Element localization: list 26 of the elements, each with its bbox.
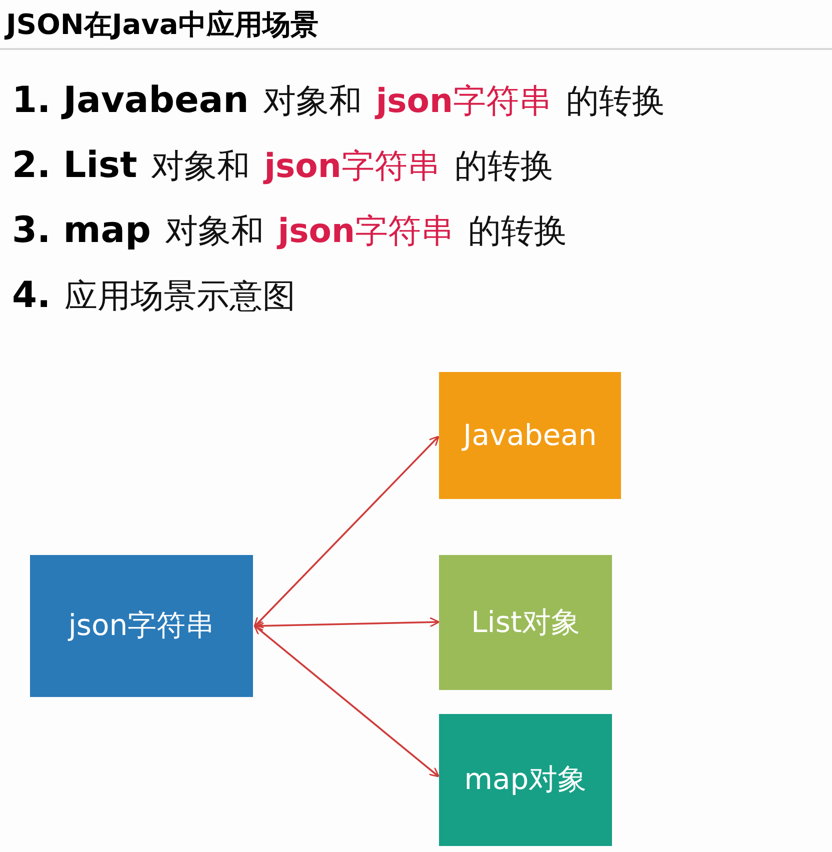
list-item-heading: 2. List bbox=[12, 144, 138, 188]
box-label: json字符串 bbox=[68, 607, 215, 644]
box-label: Javabean bbox=[463, 416, 597, 454]
list-item-text: 对象和 bbox=[262, 80, 362, 122]
list-item-text: 的转换 bbox=[468, 210, 567, 252]
list-item-heading: 4. bbox=[12, 274, 51, 318]
slide-title: JSON在Java中应用场景 bbox=[6, 7, 318, 43]
list-item-text: 应用场景示意图 bbox=[64, 275, 296, 317]
double-arrow bbox=[253, 616, 440, 632]
list-item-text: 对象和 bbox=[151, 145, 250, 187]
list-item-text: 的转换 bbox=[454, 145, 554, 187]
double-arrow bbox=[254, 624, 440, 778]
list-item-text: json字符串 bbox=[278, 210, 454, 252]
list-item-text: 对象和 bbox=[164, 210, 264, 252]
javabean-box bbox=[439, 372, 621, 499]
box-label: map对象 bbox=[464, 761, 587, 798]
json-string-box bbox=[30, 555, 253, 697]
list-item-text: json字符串 bbox=[376, 80, 552, 122]
map-object-box bbox=[439, 714, 612, 846]
list-item-text: 的转换 bbox=[566, 80, 665, 122]
double-arrow bbox=[254, 436, 440, 628]
box-label: List对象 bbox=[471, 604, 580, 641]
list-item-heading: 3. map bbox=[12, 209, 151, 253]
list-item-heading: 1. Javabean bbox=[12, 79, 249, 123]
list-item-text: json字符串 bbox=[264, 145, 440, 187]
list-object-box bbox=[439, 555, 612, 690]
